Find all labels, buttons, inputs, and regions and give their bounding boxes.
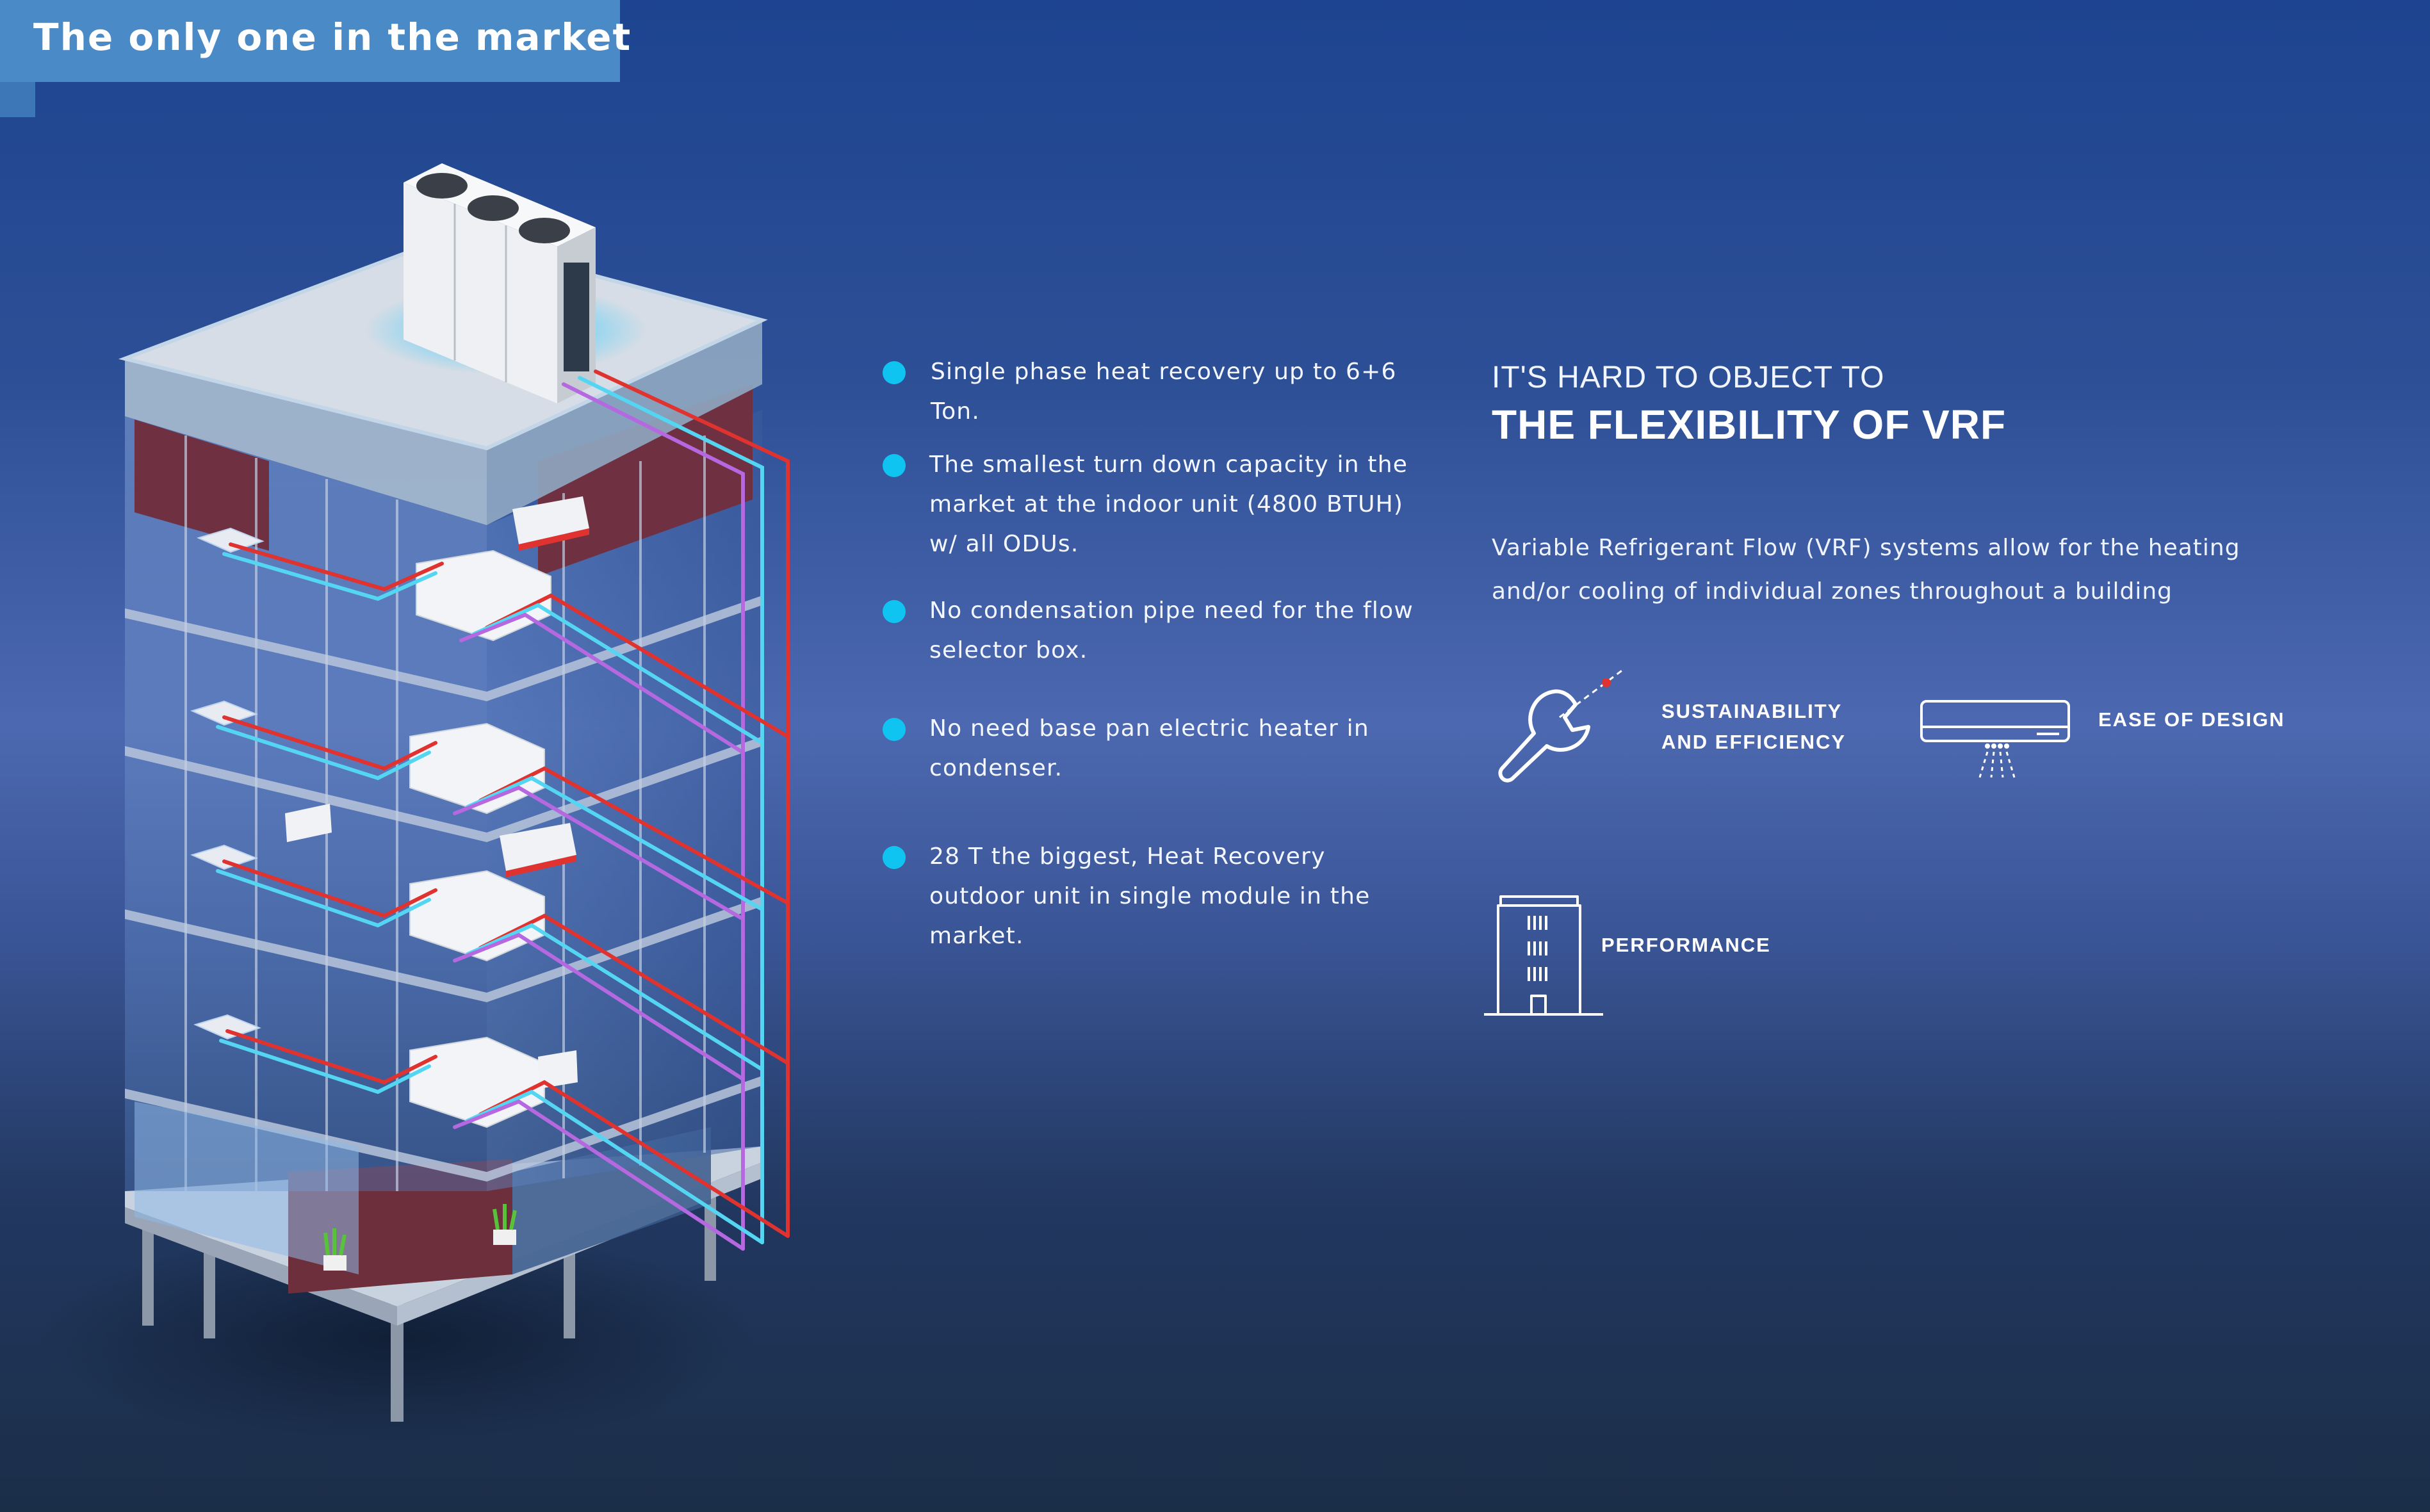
bullet-text: Single phase heat recovery up to 6+6 Ton… <box>931 359 1397 425</box>
bullet-text: 28 T the biggest, Heat Recovery outdoor … <box>929 843 1371 949</box>
feature-sustainability: SUSTAINABILITY AND EFFICIENCY <box>1661 696 1846 758</box>
vrf-description: Variable Refrigerant Flow (VRF) systems … <box>1492 535 2240 605</box>
bullet-text: No need base pan electric heater in cond… <box>929 715 1369 781</box>
headline-title: THE FLEXIBILITY OF VRF <box>1492 402 2007 448</box>
air-conditioner-icon <box>1920 700 2070 778</box>
bullet-dot <box>883 361 906 384</box>
bullet-text: No condensation pipe need for the flow s… <box>929 597 1414 663</box>
bullet-dot <box>883 718 906 741</box>
bullet-dot <box>883 846 906 869</box>
bullet-dot <box>883 454 906 477</box>
banner-title: The only one in the market <box>33 15 632 59</box>
feature-performance: PERFORMANCE <box>1601 934 1771 956</box>
bullet-dot <box>883 600 906 623</box>
outdoor-unit <box>404 163 596 403</box>
title-banner: The only one in the market <box>0 0 630 82</box>
wrench-icon <box>1498 668 1624 783</box>
feature-sustainability-line1: SUSTAINABILITY <box>1661 700 1843 722</box>
headline-kicker: IT'S HARD TO OBJECT TO <box>1492 361 1885 394</box>
bullet-text: The smallest turn down capacity in the m… <box>929 451 1408 557</box>
feature-sustainability-line2: AND EFFICIENCY <box>1661 731 1847 753</box>
feature-ease-of-design: EASE OF DESIGN <box>2098 708 2285 731</box>
building-icon <box>1484 895 1603 1016</box>
vrf-building-illustration <box>38 163 790 1447</box>
